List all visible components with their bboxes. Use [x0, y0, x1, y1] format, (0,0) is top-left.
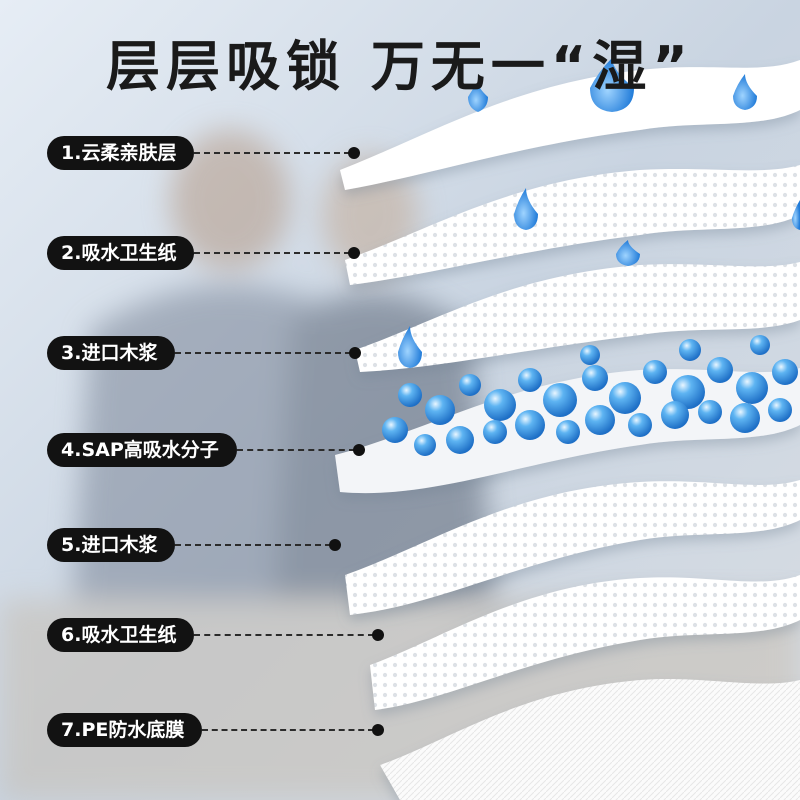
leader-line [175, 352, 352, 354]
layer-label-5: 5.进口木浆 [47, 528, 342, 562]
layer-label-1: 1.云柔亲肤层 [47, 136, 361, 170]
leader-dot [348, 247, 361, 259]
layer-label-text: 1.云柔亲肤层 [47, 136, 195, 170]
leader-line [202, 729, 375, 731]
layer-label-7: 7.PE防水底膜 [47, 713, 385, 747]
layer-label-text: 7.PE防水底膜 [47, 713, 203, 747]
layer-label-2: 2.吸水卫生纸 [47, 236, 361, 270]
leader-dot [349, 347, 362, 359]
leader-line [175, 544, 332, 546]
page-headline: 层层吸锁 万无一“湿” [106, 35, 694, 98]
leader-line [194, 634, 375, 636]
leader-dot [352, 444, 365, 456]
layer-label-text: 6.吸水卫生纸 [47, 618, 195, 652]
layer-label-6: 6.吸水卫生纸 [47, 618, 385, 652]
leader-line [194, 152, 351, 154]
layer-label-4: 4.SAP高吸水分子 [47, 433, 365, 467]
layer-label-3: 3.进口木浆 [47, 336, 362, 370]
layer-label-text: 2.吸水卫生纸 [47, 236, 195, 270]
leader-dot [372, 629, 385, 641]
layer-label-text: 5.进口木浆 [47, 528, 176, 562]
layer-label-text: 4.SAP高吸水分子 [47, 433, 237, 467]
leader-dot [329, 539, 342, 551]
leader-line [236, 449, 355, 451]
water-drop-icons [398, 58, 800, 368]
layer-label-text: 3.进口木浆 [47, 336, 176, 370]
leader-line [194, 252, 351, 254]
leader-dot [348, 147, 361, 159]
leader-dot [372, 724, 385, 736]
